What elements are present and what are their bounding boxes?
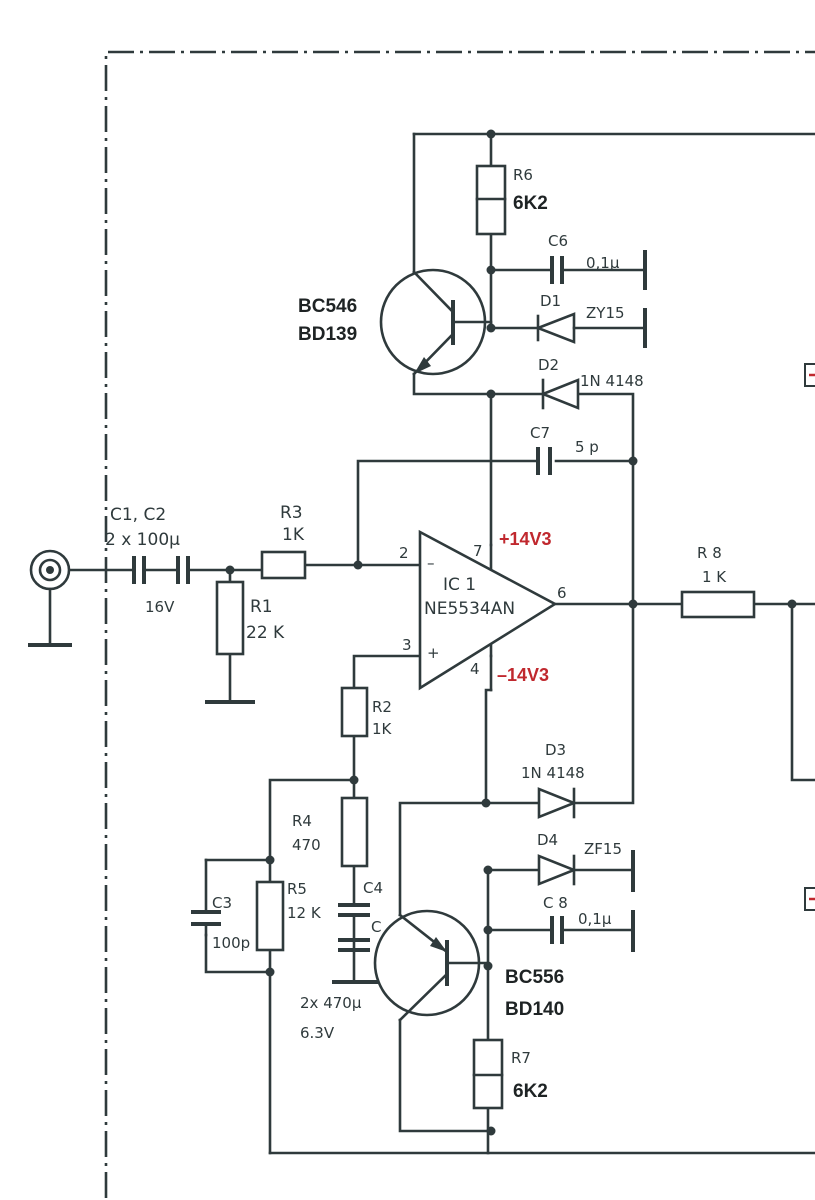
r8-name: R 8 — [697, 544, 722, 562]
wiring — [68, 132, 815, 1155]
opamp-part: NE5534AN — [424, 599, 515, 619]
d3-name: D3 — [545, 741, 566, 759]
r1-value: 22 K — [246, 623, 285, 643]
d4-name: D4 — [537, 831, 558, 849]
d4-value: ZF15 — [584, 840, 622, 858]
r1-name: R1 — [250, 597, 273, 617]
resistor-r2: R2 1K — [340, 686, 393, 738]
c1-c2-label: C1, C2 — [110, 505, 166, 525]
opamp-minus-sign: – — [427, 554, 435, 572]
resistor-r5: R5 12 K — [255, 880, 322, 952]
zener-d1: D1 ZY15 — [534, 292, 647, 348]
opamp-pin4: 4 — [470, 660, 480, 678]
r4-value: 470 — [292, 836, 321, 854]
r2-value: 1K — [372, 720, 393, 738]
c4-name: C4 — [363, 879, 383, 897]
supply-positive-label: +14V3 — [499, 529, 552, 549]
r8-value: 1 K — [702, 568, 727, 586]
c1-c2-value: 2 x 100µ — [105, 530, 180, 550]
opamp-ic1: – + IC 1 NE5534AN 2 3 7 4 6 +14V3 –14V3 — [399, 529, 567, 691]
supply-negative-label: –14V3 — [497, 665, 549, 685]
upper-transistor-line2: BD139 — [298, 324, 357, 345]
capacitor-c4: C4 C 2x 470µ 6.3V — [300, 879, 383, 1042]
upper-transistor-line1: BC546 — [298, 296, 357, 317]
opamp-name: IC 1 — [443, 575, 476, 595]
c8-value: 0,1µ — [578, 910, 612, 928]
c4-voltage: 6.3V — [300, 1024, 335, 1042]
r3-name: R3 — [280, 503, 303, 523]
d2-name: D2 — [538, 356, 559, 374]
c3-name: C3 — [212, 894, 232, 912]
r6-name: R6 — [513, 166, 533, 184]
r4-name: R4 — [292, 812, 312, 830]
c8-name: C 8 — [543, 894, 568, 912]
edge-markers — [804, 363, 815, 911]
d3-value: 1N 4148 — [521, 764, 585, 782]
capacitor-c8: C 8 0,1µ — [543, 894, 635, 952]
lower-transistor-line2: BD140 — [505, 999, 564, 1020]
opamp-pin3: 3 — [402, 636, 412, 654]
zener-d4: D4 ZF15 — [537, 831, 635, 892]
c4-value: 2x 470µ — [300, 994, 362, 1012]
r6-value: 6K2 — [513, 193, 548, 214]
opamp-pin6: 6 — [557, 584, 567, 602]
capacitor-c6: C6 0,1µ — [548, 232, 647, 290]
capacitor-c7: C7 5 p — [530, 424, 599, 475]
r7-value: 6K2 — [513, 1081, 548, 1102]
transistor-upper: BC546 BD139 — [298, 268, 493, 376]
opamp-plus-sign: + — [427, 644, 440, 662]
resistor-r7: R7 6K2 — [472, 1038, 548, 1110]
resistor-r3: R3 1K — [260, 503, 307, 580]
r7-name: R7 — [511, 1049, 531, 1067]
c7-name: C7 — [530, 424, 550, 442]
c6-name: C6 — [548, 232, 568, 250]
diode-d2: D2 1N 4148 — [538, 356, 644, 410]
opamp-pin7: 7 — [473, 542, 483, 560]
capacitor-c3: C3 100p — [191, 894, 250, 952]
lower-transistor-line1: BC556 — [505, 967, 564, 988]
resistor-r6: R6 6K2 — [475, 164, 548, 236]
opamp-pin2: 2 — [399, 544, 409, 562]
c7-value: 5 p — [575, 438, 599, 456]
input-jack — [28, 549, 72, 647]
r2-name: R2 — [372, 698, 392, 716]
r5-name: R5 — [287, 880, 307, 898]
r5-value: 12 K — [287, 904, 322, 922]
board-outline — [104, 50, 815, 1198]
d2-value: 1N 4148 — [580, 372, 644, 390]
capacitor-c1-c2: C1, C2 2 x 100µ 16V — [105, 505, 190, 616]
c6-value: 0,1µ — [586, 254, 620, 272]
c4-letter: C — [371, 918, 381, 936]
resistor-r1: R1 22 K — [205, 580, 285, 704]
transistor-lower: BC556 BD140 — [373, 909, 564, 1022]
d1-name: D1 — [540, 292, 561, 310]
c3-value: 100p — [212, 934, 250, 952]
d1-value: ZY15 — [586, 304, 625, 322]
resistor-r8: R 8 1 K — [680, 544, 756, 619]
c1-c2-voltage: 16V — [145, 598, 175, 616]
resistor-r4: R4 470 — [292, 796, 369, 868]
diode-d3: D3 1N 4148 — [521, 741, 585, 819]
r3-value: 1K — [282, 525, 305, 545]
